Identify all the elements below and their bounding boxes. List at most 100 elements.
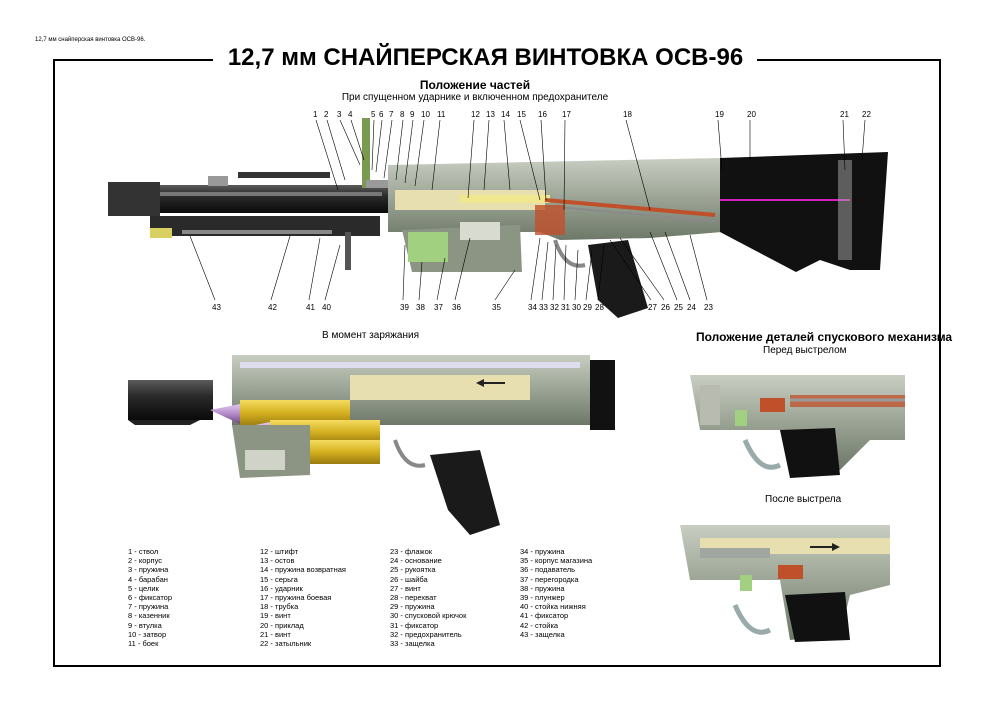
callout-34: 34 — [528, 303, 537, 312]
rear-sight — [362, 118, 370, 188]
legend-item: 2 - корпус — [128, 556, 163, 566]
callout-29: 29 — [583, 303, 592, 312]
legend-item: 6 - фиксатор — [128, 593, 173, 603]
legend-item: 16 - ударник — [260, 583, 303, 593]
callout-21: 21 — [840, 110, 849, 119]
callout-16: 16 — [538, 110, 547, 119]
legend-item: 24 - основание — [390, 556, 442, 566]
callout-2: 2 — [324, 110, 329, 119]
legend-item: 34 - пружина — [520, 547, 565, 556]
callout-35: 35 — [492, 303, 501, 312]
legend-item: 19 - винт — [260, 611, 291, 621]
header-caption: 12,7 мм снайперская винтовка ОСВ-96. — [35, 37, 146, 43]
legend-item: 28 - перехват — [390, 593, 437, 603]
callout-11: 11 — [437, 110, 446, 119]
callout-32: 32 — [550, 303, 559, 312]
callout-41: 41 — [306, 303, 315, 312]
legend-item: 26 - шайба — [390, 574, 428, 584]
callout-7: 7 — [389, 110, 394, 119]
callout-13: 13 — [486, 110, 495, 119]
callout-39: 39 — [400, 303, 409, 312]
callout-38: 38 — [416, 303, 425, 312]
legend-item: 38 - пружина — [520, 583, 565, 593]
callout-42: 42 — [268, 303, 277, 312]
legend-item: 32 - предохранитель — [390, 629, 462, 639]
trigger-section-title: Положение деталей спускового механизма — [696, 330, 953, 344]
legend-item: 15 - серьга — [260, 574, 298, 584]
legend-item: 37 - перегородка — [520, 574, 579, 584]
legend-item: 13 - остов — [260, 556, 295, 566]
callout-20: 20 — [747, 110, 756, 119]
callout-1: 1 — [313, 110, 318, 119]
legend-item: 8 - казенник — [128, 611, 170, 621]
legend-item: 40 - стойка нижняя — [520, 602, 586, 612]
poster-title: 12,7 мм СНАЙПЕРСКАЯ ВИНТОВКА ОСВ-96 — [227, 44, 744, 71]
legend-item: 22 - затыльник — [260, 639, 312, 649]
callout-43: 43 — [212, 303, 221, 312]
callout-6: 6 — [379, 110, 384, 119]
legend-item: 35 - корпус магазина — [520, 556, 593, 566]
legend-item: 1 - ствол — [128, 547, 159, 556]
section-heading-parts: Положение частей — [419, 78, 531, 92]
top-callouts: 1 2 3 4 5 6 7 8 9 10 11 12 13 14 15 16 1… — [313, 110, 871, 119]
callout-10: 10 — [421, 110, 430, 119]
legend-item: 12 - штифт — [260, 547, 299, 556]
legend-item: 5 - целик — [128, 583, 159, 593]
callout-31: 31 — [561, 303, 570, 312]
legend-item: 42 - стойка — [520, 620, 559, 630]
legend-item: 21 - винт — [260, 629, 291, 639]
legend-item: 43 - защелка — [520, 629, 565, 639]
top-rail — [238, 172, 330, 178]
callout-28: 28 — [595, 303, 604, 312]
poster-frame — [53, 60, 941, 667]
callout-23: 23 — [704, 303, 713, 312]
callout-30: 30 — [572, 303, 581, 312]
callout-27: 27 — [648, 303, 657, 312]
legend-item: 31 - фиксатор — [390, 620, 439, 630]
legend-item: 3 - пружина — [128, 565, 169, 575]
callout-40: 40 — [322, 303, 331, 312]
after-shot-label: После выстрела — [765, 494, 842, 505]
section-subheading: При спущенном ударнике и включенном пред… — [341, 92, 609, 103]
legend-col-1: 1 - ствол 2 - корпус 3 - пружина 4 - бар… — [128, 547, 172, 648]
legend-item: 25 - рукоятка — [390, 565, 436, 575]
callout-33: 33 — [539, 303, 548, 312]
legend-item: 27 - винт — [390, 583, 421, 593]
callout-5: 5 — [371, 110, 376, 119]
legend-item: 17 - пружина боевая — [260, 593, 332, 603]
legend-item: 9 - втулка — [128, 620, 162, 630]
legend-item: 20 - приклад — [260, 620, 304, 630]
trigger-before-shot — [690, 375, 905, 478]
callout-18: 18 — [623, 110, 632, 119]
callout-26: 26 — [661, 303, 670, 312]
legend-item: 23 - флажок — [390, 547, 433, 556]
trigger-after-shot — [680, 525, 890, 642]
legend-item: 30 - спусковой крючок — [390, 611, 467, 621]
callout-17: 17 — [562, 110, 571, 119]
frame-top-right — [757, 59, 941, 61]
legend-item: 14 - пружина возвратная — [260, 565, 346, 575]
legend-item: 29 - пружина — [390, 602, 435, 612]
frame-top-left — [53, 59, 213, 61]
legend-item: 41 - фиксатор — [520, 611, 569, 621]
callout-25: 25 — [674, 303, 683, 312]
callout-37: 37 — [434, 303, 443, 312]
bottom-callouts: 43 42 41 40 39 38 37 36 35 34 33 32 31 3… — [212, 303, 713, 312]
before-shot-label: Перед выстрелом — [763, 345, 847, 356]
callout-8: 8 — [400, 110, 405, 119]
legend-item: 7 - пружина — [128, 602, 169, 612]
legend-item: 4 - барабан — [128, 574, 168, 584]
top-leader-lines — [315, 119, 866, 211]
stock — [720, 152, 888, 272]
callout-24: 24 — [687, 303, 696, 312]
callout-15: 15 — [517, 110, 526, 119]
legend-col-4: 34 - пружина 35 - корпус магазина 36 - п… — [520, 547, 592, 639]
rifle-loading-view — [128, 355, 615, 535]
callout-9: 9 — [410, 110, 415, 119]
callout-12: 12 — [471, 110, 480, 119]
callout-4: 4 — [348, 110, 353, 119]
legend-item: 36 - подаватель — [520, 565, 576, 575]
legend-col-2: 12 - штифт 13 - остов 14 - пружина возвр… — [260, 547, 346, 648]
callout-14: 14 — [501, 110, 510, 119]
